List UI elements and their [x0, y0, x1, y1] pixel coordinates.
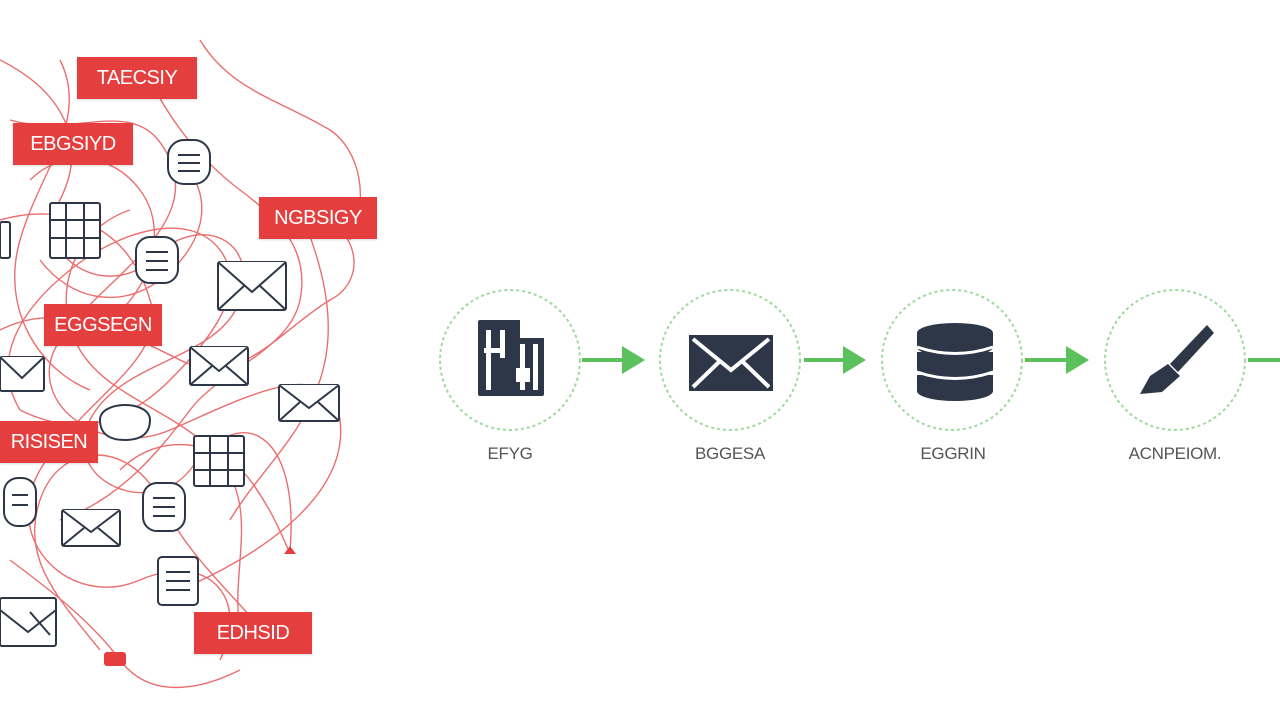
step-label: EGGRIN [920, 444, 986, 463]
small-marker [104, 652, 126, 666]
envelope-icon [61, 509, 121, 547]
table-icon [193, 435, 245, 487]
envelope-icon [0, 597, 57, 647]
chaos-icons [0, 139, 340, 647]
envelope-icon [278, 384, 340, 422]
document-icon [157, 556, 199, 606]
brush-icon [1140, 325, 1214, 394]
chaos-label: EBGSIYD [13, 123, 133, 165]
document-icon [98, 404, 152, 442]
envelope-icon [689, 335, 773, 391]
step-circle [439, 289, 581, 431]
file-tools-icon [478, 320, 544, 396]
table-icon [0, 221, 11, 259]
chaos-label: NGBSIGY [259, 197, 377, 239]
step-label: BGGESA [694, 444, 765, 463]
step-circle [1104, 289, 1246, 431]
database-icon [916, 323, 994, 401]
envelope-icon [189, 346, 249, 386]
arrow-right-icon [582, 346, 645, 374]
document-icon [135, 236, 179, 284]
step-label: ACNPEIOM. [1128, 444, 1222, 463]
document-icon [3, 477, 37, 527]
document-icon [142, 482, 186, 532]
table-icon [49, 202, 101, 259]
chaos-label: EDHSID [194, 612, 312, 654]
chaos-label: TAECSIY [77, 57, 197, 99]
envelope-icon [217, 261, 287, 311]
document-icon [167, 139, 211, 185]
step-label: EFYG [487, 444, 533, 463]
chaos-label: EGGSEGN [44, 304, 162, 346]
chaos-label: RISISEN [0, 421, 98, 463]
envelope-icon [0, 356, 45, 392]
arrowhead-icon [284, 546, 296, 554]
arrow-right-icon [804, 346, 866, 374]
step-circle [881, 289, 1023, 431]
arrow-right-icon [1025, 346, 1089, 374]
step-circle [659, 289, 801, 431]
